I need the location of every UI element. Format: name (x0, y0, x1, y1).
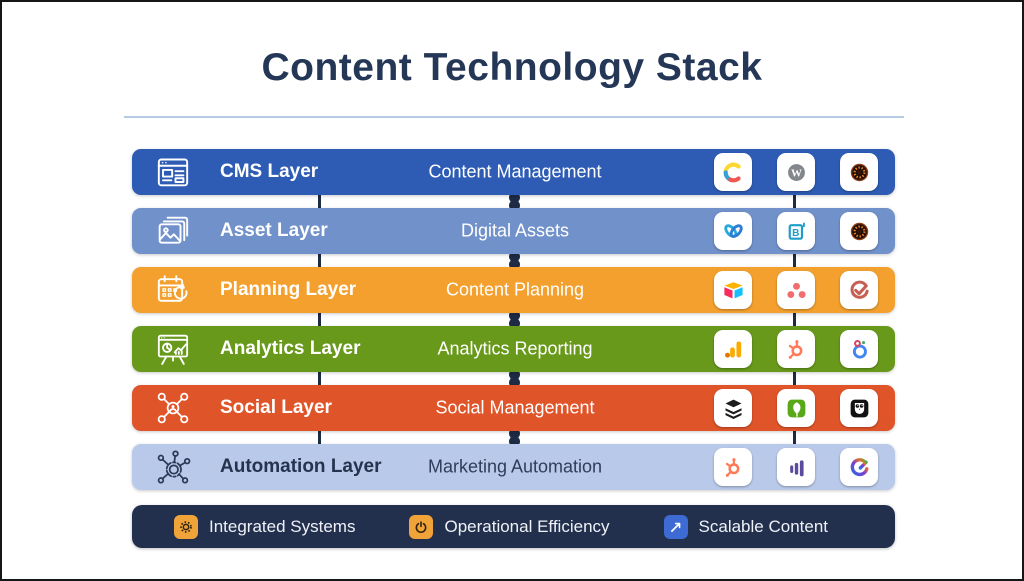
buffer-logo-icon (714, 389, 752, 427)
marketo-bars-logo-icon (777, 448, 815, 486)
connector-dot (509, 369, 520, 380)
layer-name: Asset Layer (220, 220, 328, 241)
layer-name: Analytics Layer (220, 338, 361, 359)
connector-dot (509, 428, 520, 439)
looker-loop-logo-icon (840, 330, 878, 368)
stacked-photos-icon (152, 210, 194, 252)
connector-dot (509, 377, 520, 388)
gear-nodes-icon (152, 446, 194, 488)
layer-row-automation: Automation Layer Marketing Automation (132, 444, 895, 490)
layer-row-social: Social Layer Social Management (132, 385, 895, 431)
connector-line-left (318, 172, 321, 468)
layer-row-analytics: Analytics Layer Analytics Reporting (132, 326, 895, 372)
hootsuite-owl-logo-icon (840, 389, 878, 427)
sprout-leaf-logo-icon (777, 389, 815, 427)
layer-name: Automation Layer (220, 456, 382, 477)
layer-row-asset: Asset Layer Digital Assets B (132, 208, 895, 254)
layer-row-planning: Planning Layer Content Planning (132, 267, 895, 313)
connector-dot (509, 200, 520, 211)
hubspot-logo-icon (777, 330, 815, 368)
connector-dot (509, 310, 520, 321)
layer-row-cms: CMS Layer Content Management W (132, 149, 895, 195)
tool-icons (714, 448, 878, 486)
gear-badge-icon (174, 514, 198, 539)
calendar-refresh-icon (152, 269, 194, 311)
legend-label: Integrated Systems (209, 516, 356, 536)
legend-label: Operational Efficiency (444, 516, 610, 536)
page-title: Content Technology Stack (261, 46, 763, 89)
tool-icons (714, 389, 878, 427)
svg-text:B: B (792, 228, 799, 239)
power-badge-icon (409, 514, 434, 539)
hubspot-logo-icon (714, 448, 752, 486)
red-check-circle-logo-icon (840, 271, 878, 309)
legend-bar: Integrated Systems Operational Efficienc… (132, 505, 895, 548)
layer-description: Content Management (428, 161, 602, 182)
layer-description: Digital Assets (460, 220, 570, 241)
connector-line-right (793, 172, 796, 468)
tool-icons (714, 271, 878, 309)
tool-icons: W (714, 153, 878, 191)
tool-icons: B (714, 212, 878, 250)
airtable-logo-icon (714, 271, 752, 309)
svg-text:W: W (791, 167, 802, 179)
title-divider (124, 116, 904, 118)
legend-item-integrated-systems: Integrated Systems (174, 514, 356, 539)
connector-dot (509, 436, 520, 447)
gradient-swirl-logo-icon (840, 448, 878, 486)
contentful-logo-icon (714, 153, 752, 191)
legend-item-scalable-content: Scalable Content (663, 514, 829, 539)
dark-circle-logo-icon (840, 212, 878, 250)
layer-description: Social Management (435, 397, 595, 418)
connector-dot (509, 192, 520, 203)
presentation-chart-icon (152, 328, 194, 370)
layer-name: Planning Layer (220, 279, 357, 300)
blue-heart-loop-logo-icon (714, 212, 752, 250)
legend-label: Scalable Content (698, 516, 829, 536)
layer-description: Analytics Reporting (437, 338, 593, 359)
legend-item-operational-efficiency: Operational Efficiency (409, 514, 610, 539)
layer-name: Social Layer (220, 397, 332, 418)
asana-logo-icon (777, 271, 815, 309)
layer-name: CMS Layer (220, 161, 319, 182)
layer-description: Content Planning (445, 279, 585, 300)
growth-arrow-badge-icon (663, 514, 688, 539)
cms-browser-icon (152, 151, 194, 193)
layer-description: Marketing Automation (427, 456, 603, 477)
connector-dot (509, 318, 520, 329)
network-hub-icon (152, 387, 194, 429)
connector-dot (509, 251, 520, 262)
google-analytics-logo-icon (714, 330, 752, 368)
b-letter-box-logo-icon: B (777, 212, 815, 250)
dark-circle-logo-icon (840, 153, 878, 191)
connector-dot (509, 259, 520, 270)
tool-icons (714, 330, 878, 368)
wordpress-logo-icon: W (777, 153, 815, 191)
